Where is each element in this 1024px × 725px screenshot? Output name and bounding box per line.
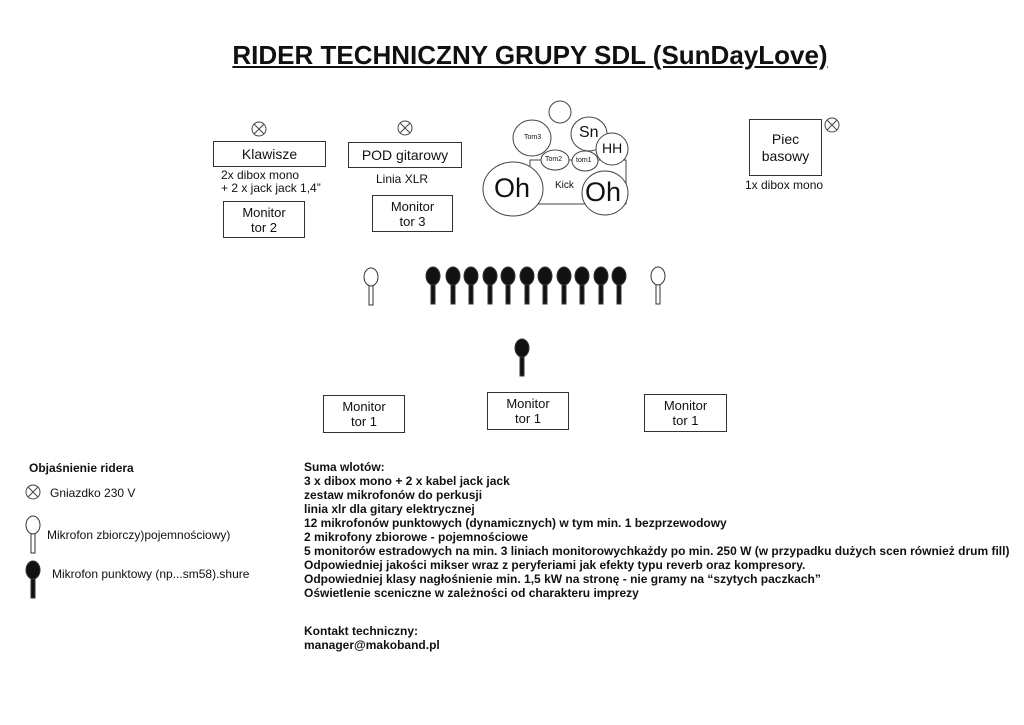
dynamic-mic-icon [445, 266, 461, 305]
socket-icon-legend [25, 484, 41, 500]
summary-line: Suma wlotów: [304, 460, 385, 474]
keyboard-box: Klawisze [213, 141, 326, 167]
hihat [595, 132, 629, 166]
dynamic-mic-icon [519, 266, 535, 305]
monitor-channel: tor 1 [350, 414, 377, 429]
summary-line: Odpowiedniej klasy nagłośnienie min. 1,5… [304, 572, 821, 586]
monitor-channel: tor 1 [514, 411, 541, 426]
monitor-label: Monitor [242, 204, 286, 220]
summary-line: 3 x dibox mono + 2 x kabel jack jack [304, 474, 510, 488]
dynamic-mic-icon [593, 266, 609, 305]
contact-label: Kontakt techniczny: [304, 624, 419, 638]
monitor-label: Monitor [506, 396, 550, 411]
monitor-label: Monitor [663, 398, 708, 413]
contact-email: manager@makoband.pl [304, 638, 440, 652]
dynamic-mic-icon [611, 266, 627, 305]
legend-condenser: Mikrofon zbiorczy)pojemnościowy) [47, 528, 231, 542]
tom3-label: Tom3 [524, 134, 542, 141]
drum-extra [548, 100, 572, 124]
dynamic-mic-icon [425, 266, 441, 305]
legend-heading: Objaśnienie ridera [29, 461, 134, 475]
bass-label: Piec [771, 130, 800, 147]
overhead-right-label: Oh [585, 177, 622, 207]
hihat-label: HH [602, 140, 623, 156]
snare-label: Sn [579, 124, 599, 141]
socket-icon-bass [824, 117, 840, 133]
pod-guitar-box: POD gitarowy [348, 142, 462, 168]
pod-note: Linia XLR [376, 172, 429, 186]
condenser-mic-icon-legend [25, 515, 41, 554]
overhead-left [482, 161, 544, 217]
dynamic-mic-icon [500, 266, 516, 305]
dynamic-mic-icon [463, 266, 479, 305]
condenser-mic-icon [650, 266, 666, 305]
monitor-channel: tor 3 [399, 213, 426, 229]
keyboard-note: 2x dibox mono [221, 168, 300, 182]
monitor-label: Monitor [390, 198, 435, 214]
kick-label: Kick [555, 180, 574, 191]
socket-icon-pod [397, 120, 413, 136]
socket-icon-keys [251, 121, 267, 137]
summary-line: Oświetlenie sceniczne w zależności od ch… [304, 586, 639, 600]
microphones [25, 266, 666, 599]
tom1-label: tom1 [576, 157, 592, 164]
legend-socket: Gniazdko 230 V [50, 486, 136, 500]
tom1-drum [571, 150, 599, 172]
summary-line: linia xlr dla gitary elektrycznej [304, 502, 475, 516]
dynamic-mic-icon [537, 266, 553, 305]
overhead-right [581, 170, 629, 216]
overhead-left-label: Oh [494, 173, 531, 203]
monitor-channel: tor 2 [250, 219, 277, 235]
bass-note: 1x dibox mono [745, 178, 824, 192]
page-title: RIDER TECHNICZNY GRUPY SDL (SunDayLove) [232, 40, 828, 70]
summary-line: 5 monitorów estradowych na min. 3 liniac… [304, 544, 1010, 558]
tom3-drum [512, 119, 552, 157]
condenser-mic-icon [363, 267, 379, 306]
bass-label: basowy [761, 147, 810, 164]
summary-line: zestaw mikrofonów do perkusji [304, 488, 483, 502]
tom2-drum [540, 149, 570, 171]
summary-block: Suma wlotów:3 x dibox mono + 2 x kabel j… [304, 460, 1009, 600]
dynamic-mic-icon [482, 266, 498, 305]
monitor-channel: tor 1 [672, 413, 699, 428]
summary-line: 2 mikrofony zbiorowe - pojemnościowe [304, 530, 529, 544]
legend-dynamic: Mikrofon punktowy (np...sm58).shure [52, 567, 250, 581]
monitor-label: Monitor [342, 399, 386, 414]
tom2-label: Tom2 [545, 156, 563, 163]
keyboard-note: + 2 x jack jack 1,4” [221, 181, 321, 195]
summary-line: 12 mikrofonów punktowych (dynamicznych) … [304, 516, 727, 530]
dynamic-mic-icon [574, 266, 590, 305]
dynamic-mic-icon [514, 338, 530, 377]
summary-line: Odpowiedniej jakości mikser wraz z peryf… [304, 558, 806, 572]
dynamic-mic-icon [556, 266, 572, 305]
dynamic-mic-icon-legend [25, 560, 41, 599]
